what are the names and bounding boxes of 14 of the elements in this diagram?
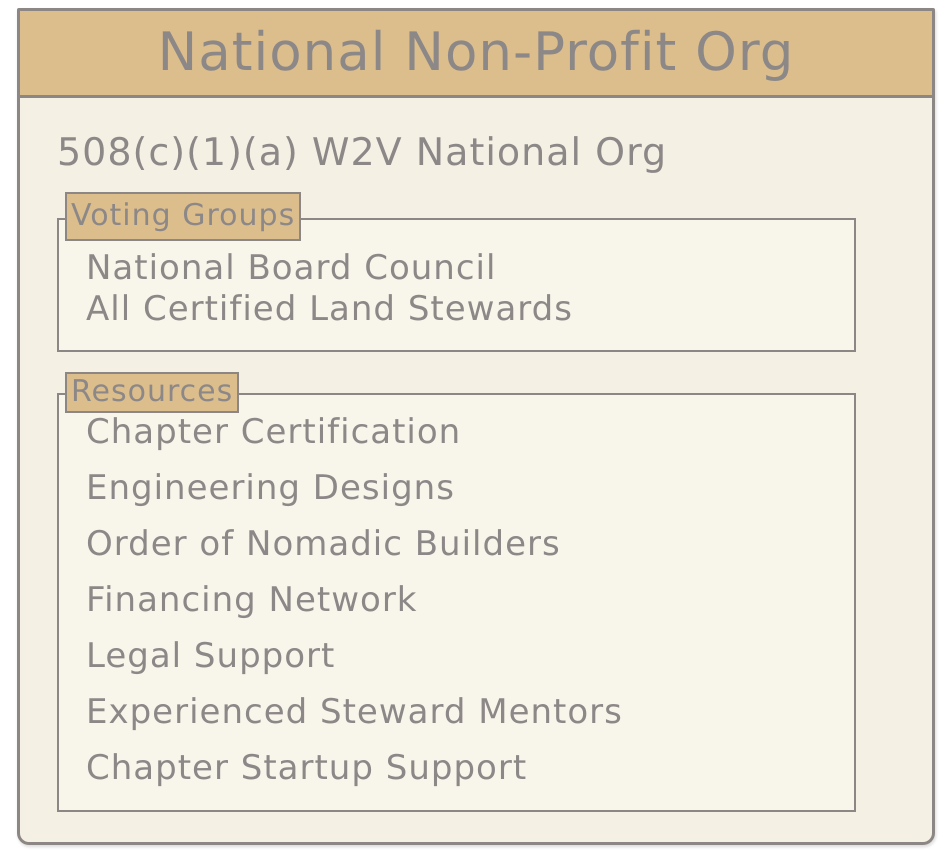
list-item: Chapter Startup Support: [86, 748, 528, 788]
list-item: Financing Network: [86, 580, 418, 620]
list-item: National Board Council: [86, 248, 496, 288]
list-item: Order of Nomadic Builders: [86, 524, 561, 564]
panel-header: National Non-Profit Org: [20, 11, 932, 98]
org-panel: [17, 8, 935, 845]
list-item: Legal Support: [86, 636, 336, 676]
list-item: Experienced Steward Mentors: [86, 692, 623, 732]
section-tab: Resources: [65, 372, 240, 413]
section-tab: Voting Groups: [65, 192, 302, 241]
list-item: Engineering Designs: [86, 468, 455, 508]
list-item: Chapter Certification: [86, 412, 462, 452]
panel-subtitle: 508(c)(1)(a) W2V National Org: [57, 129, 668, 175]
list-item: All Certified Land Stewards: [86, 289, 573, 329]
